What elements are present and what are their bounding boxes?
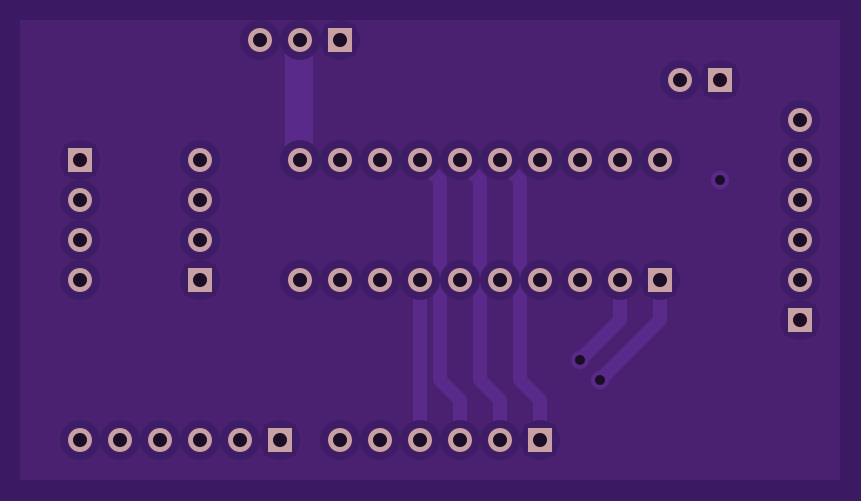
right-header-6pin-pad	[780, 260, 820, 300]
component-pads	[60, 20, 820, 460]
ic-bottom-row-pad	[440, 260, 480, 300]
ic-top-row-pad	[320, 140, 360, 180]
top-header-3pin-pad	[280, 20, 320, 60]
ic-bottom-row-pad	[640, 260, 680, 300]
ic-top-row-pad	[560, 140, 600, 180]
left-mid-header-4pin-pad	[180, 260, 220, 300]
bottom-left-header-6pin-pad	[180, 420, 220, 460]
bottom-left-header-6pin-pad	[140, 420, 180, 460]
left-mid-header-4pin-pad	[180, 220, 220, 260]
ic-top-row-pad	[600, 140, 640, 180]
ic-top-row-pad	[280, 140, 320, 180]
bottom-left-header-6pin-pad	[220, 420, 260, 460]
ic-bottom-row-pad	[280, 260, 320, 300]
ic-bottom-row-pad	[560, 260, 600, 300]
ic-bottom-row-pad	[320, 260, 360, 300]
bottom-mid-header-6pin-pad	[320, 420, 360, 460]
ic-top-row-pad	[520, 140, 560, 180]
left-mid-header-4pin-pad	[180, 180, 220, 220]
via-holes	[571, 171, 729, 389]
right-header-6pin-pad	[780, 180, 820, 220]
bottom-left-header-6pin-pad	[60, 420, 100, 460]
bottom-left-header-6pin-pad	[260, 420, 300, 460]
ic-bottom-row-pad	[480, 260, 520, 300]
bottom-mid-header-6pin-pad	[440, 420, 480, 460]
right-header-6pin-pad	[780, 100, 820, 140]
ic-top-row-pad	[640, 140, 680, 180]
left-header-4pin-pad	[60, 220, 100, 260]
top-right-header-2pin-pad	[660, 60, 700, 100]
right-header-6pin-pad	[780, 300, 820, 340]
left-header-4pin-pad	[60, 180, 100, 220]
bottom-mid-header-6pin-pad	[520, 420, 560, 460]
ic-top-row-pad	[400, 140, 440, 180]
top-header-3pin-pad	[320, 20, 360, 60]
ic-bottom-row-pad	[600, 260, 640, 300]
board-ground-pour	[20, 20, 840, 480]
bottom-mid-header-6pin-pad	[400, 420, 440, 460]
right-header-6pin-pad	[780, 140, 820, 180]
top-header-3pin-pad	[240, 20, 280, 60]
left-mid-header-4pin-pad	[180, 140, 220, 180]
ic-top-row-pad	[360, 140, 400, 180]
left-header-4pin-pad	[60, 140, 100, 180]
ic-top-row-pad	[440, 140, 480, 180]
ic-bottom-row-pad	[520, 260, 560, 300]
left-header-4pin-pad	[60, 260, 100, 300]
via	[591, 371, 609, 389]
bottom-left-header-6pin-pad	[100, 420, 140, 460]
ic-bottom-row-pad	[400, 260, 440, 300]
ic-bottom-row-pad	[360, 260, 400, 300]
top-right-header-2pin-pad	[700, 60, 740, 100]
bottom-mid-header-6pin-pad	[480, 420, 520, 460]
ic-top-row-pad	[480, 140, 520, 180]
right-header-6pin-pad	[780, 220, 820, 260]
via	[711, 171, 729, 189]
bottom-mid-header-6pin-pad	[360, 420, 400, 460]
via	[571, 351, 589, 369]
